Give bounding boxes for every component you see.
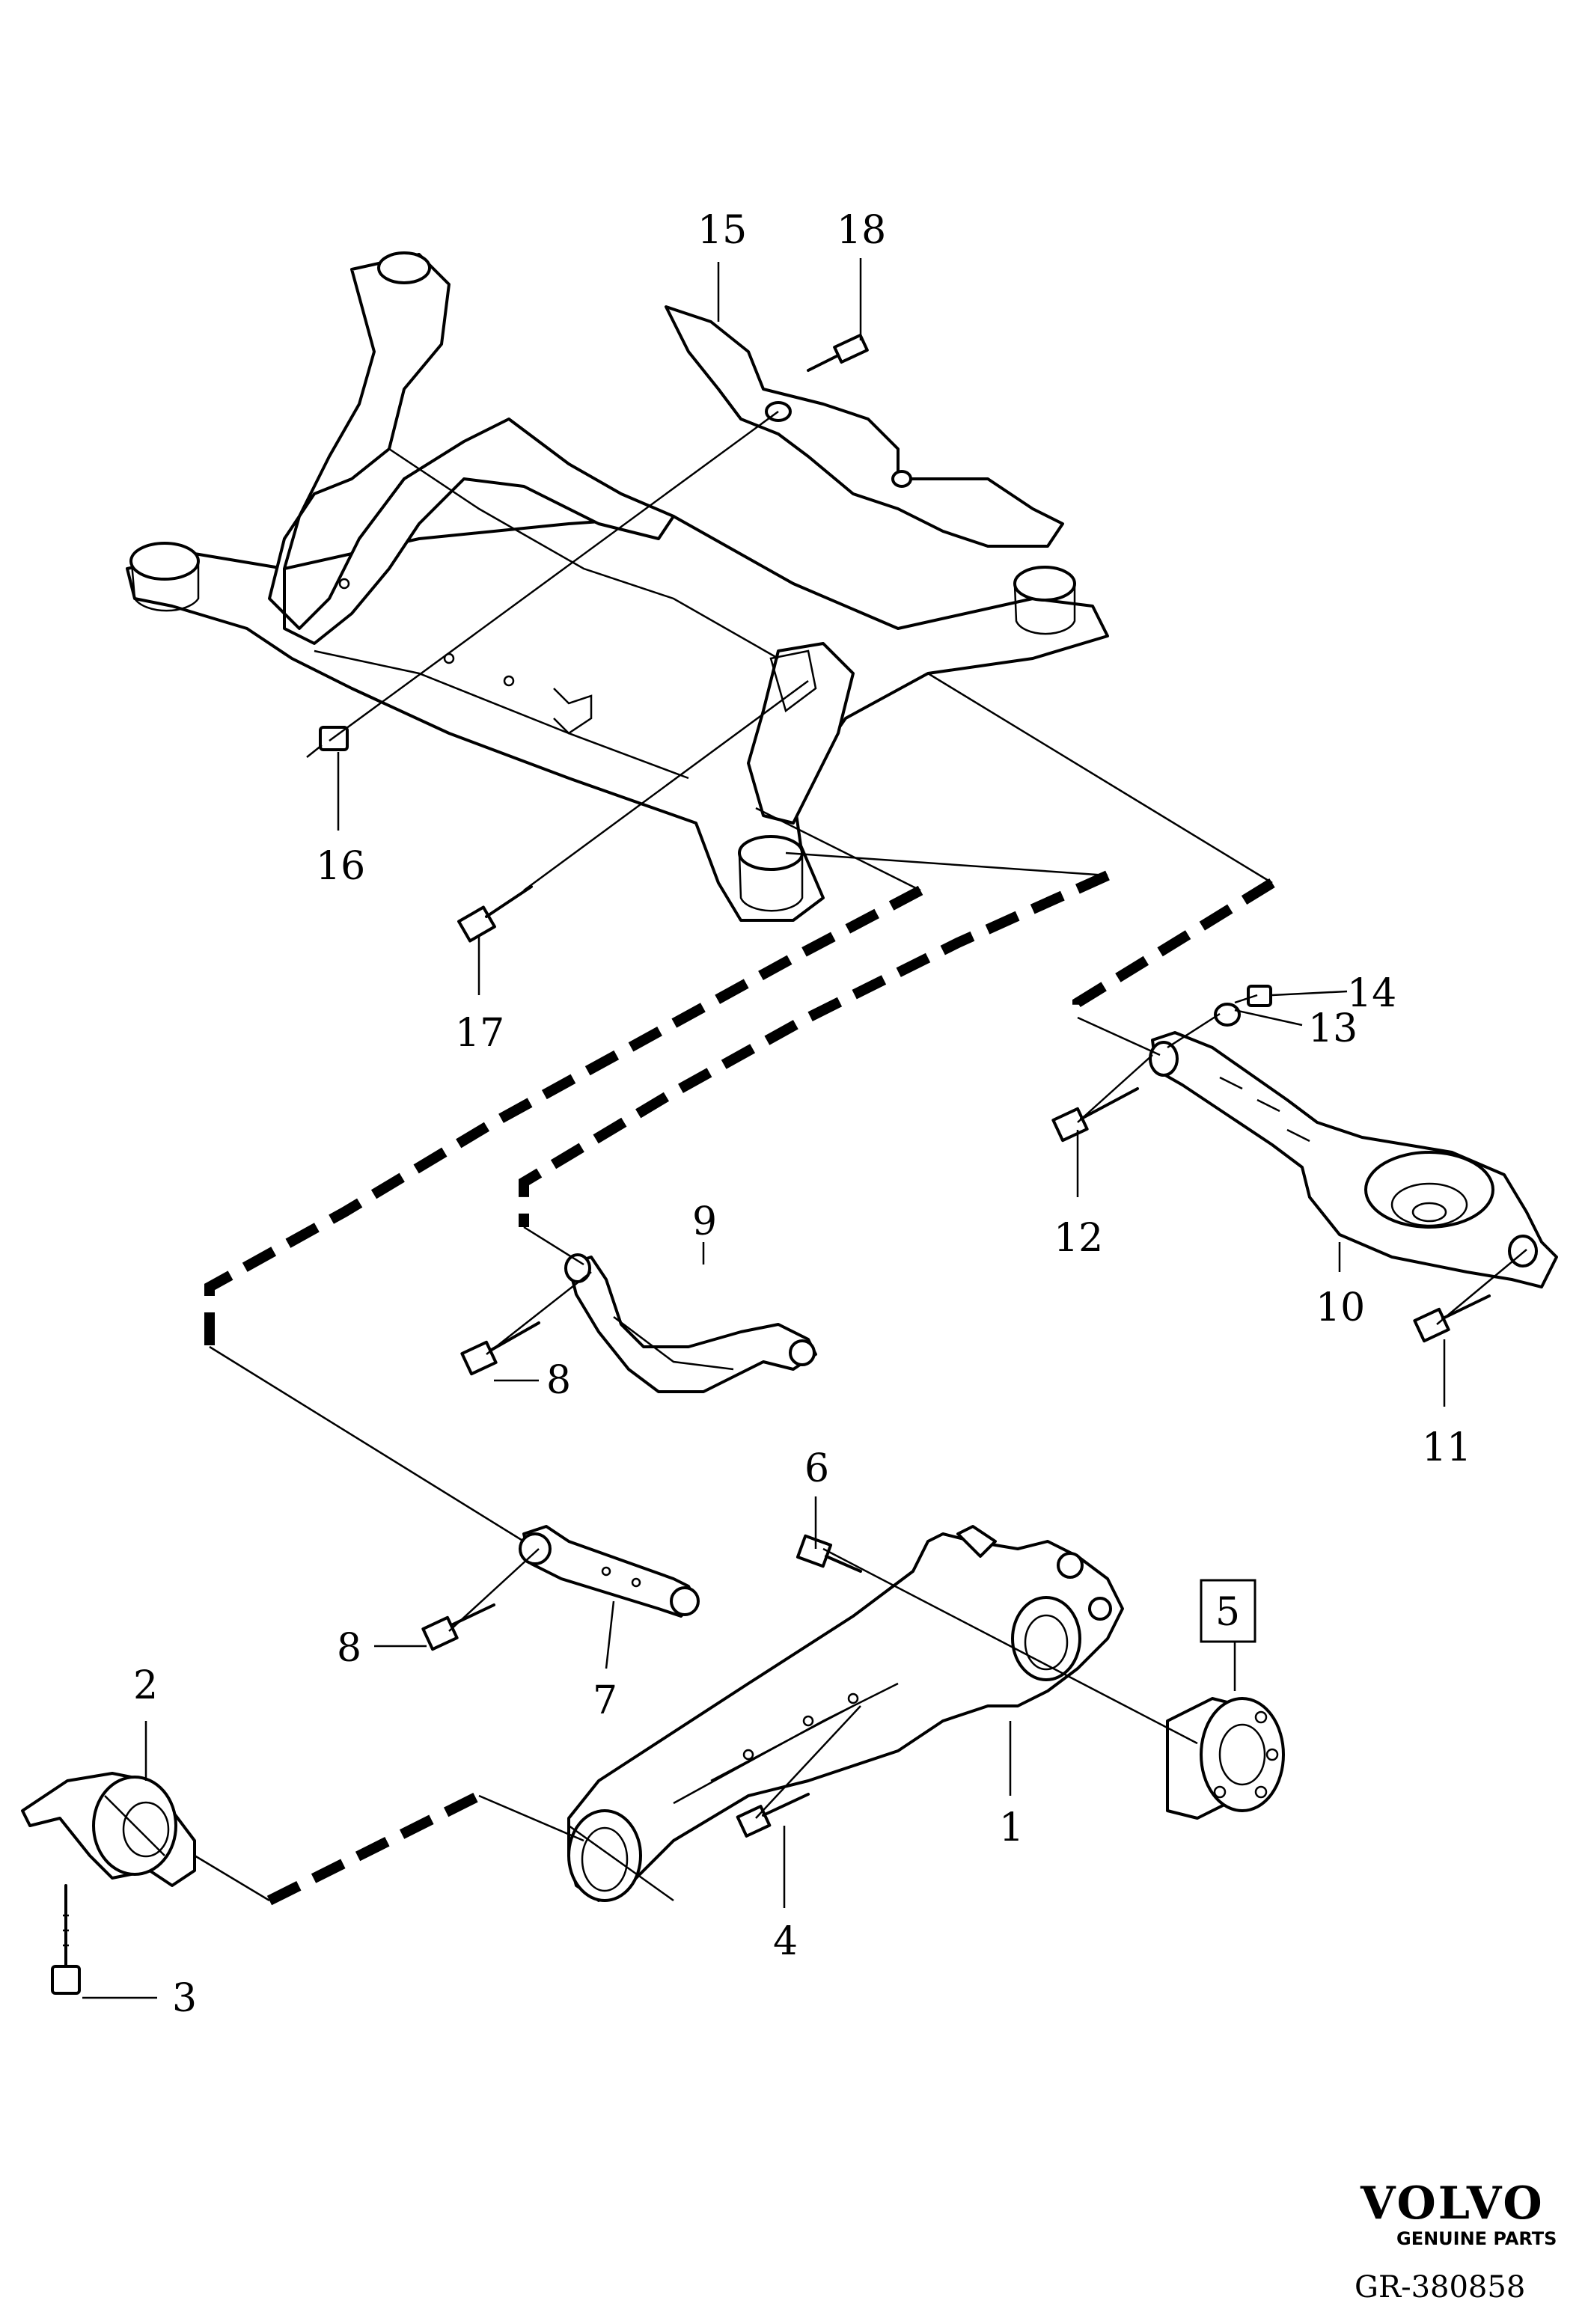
callout-leaders xyxy=(82,258,1446,1999)
assembly-leader-lines xyxy=(194,410,1527,1902)
callout-8-lower: 8 xyxy=(337,1626,361,1671)
callout-14: 14 xyxy=(1347,971,1396,1016)
callout-2: 2 xyxy=(133,1663,158,1708)
part-15-heat-shield-bracket[interactable] xyxy=(665,305,1064,548)
rear-subframe[interactable] xyxy=(126,251,1109,922)
part-6-bolt[interactable] xyxy=(796,1534,862,1573)
callout-3: 3 xyxy=(172,1976,197,2021)
callout-15: 15 xyxy=(697,208,747,253)
callout-8-upper: 8 xyxy=(546,1358,571,1403)
part-14-nut[interactable] xyxy=(1247,985,1272,1007)
callout-17: 17 xyxy=(455,1011,504,1056)
part-7-lateral-link[interactable] xyxy=(519,1525,700,1618)
callout-12: 12 xyxy=(1054,1216,1103,1261)
callout-7: 7 xyxy=(593,1678,617,1723)
brand-tagline: GENUINE PARTS xyxy=(1396,2228,1557,2249)
part-13-washer[interactable] xyxy=(1214,1003,1241,1027)
part-4-bolt[interactable] xyxy=(736,1793,810,1838)
callout-5-box: 5 xyxy=(1200,1579,1256,1643)
part-17-bolt[interactable] xyxy=(457,885,533,943)
part-3-bolt[interactable] xyxy=(51,1884,81,1995)
part-2-bushing[interactable] xyxy=(21,1772,196,1887)
callout-18: 18 xyxy=(837,208,886,253)
callout-11: 11 xyxy=(1422,1425,1471,1470)
callout-6: 6 xyxy=(804,1446,829,1491)
callout-10: 10 xyxy=(1316,1285,1365,1330)
part-8-bolt-upper[interactable] xyxy=(460,1321,540,1376)
part-10-lower-control-arm[interactable] xyxy=(1149,1031,1558,1288)
callout-16: 16 xyxy=(316,844,365,889)
part-5-wheel-hub[interactable] xyxy=(1166,1697,1285,1820)
callout-5: 5 xyxy=(1215,1590,1240,1635)
part-8-bolt-lower[interactable] xyxy=(421,1603,495,1651)
callout-13: 13 xyxy=(1308,1006,1358,1051)
part-1-trailing-arm-knuckle[interactable] xyxy=(567,1525,1124,1902)
part-11-bolt[interactable] xyxy=(1413,1294,1491,1343)
callout-1: 1 xyxy=(999,1805,1024,1850)
part-18-bolt[interactable] xyxy=(807,334,869,372)
assembly-path-lines xyxy=(204,870,1275,1906)
part-12-bolt[interactable] xyxy=(1051,1087,1139,1143)
brand-logo-volvo: VOLVO xyxy=(1360,2177,1545,2230)
callout-9: 9 xyxy=(692,1199,717,1244)
callout-4: 4 xyxy=(773,1919,798,1964)
part-9-upper-control-arm[interactable] xyxy=(564,1253,817,1393)
diagram-reference-number: GR-380858 xyxy=(1355,2270,1525,2305)
